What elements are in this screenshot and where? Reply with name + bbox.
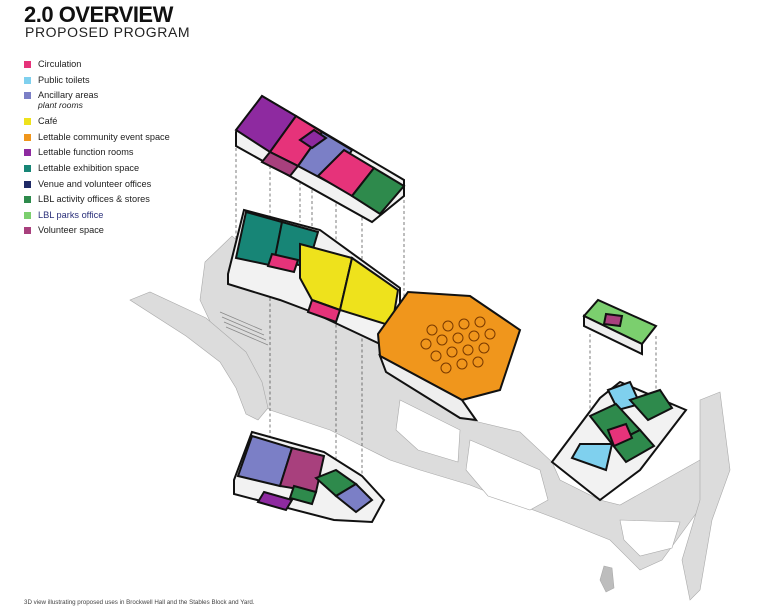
- legend-label: LBL activity offices & stores: [38, 194, 150, 205]
- legend-label: Venue and volunteer offices: [38, 178, 152, 189]
- legend-item-venue-volunteer-offices: Venue and volunteer offices: [24, 179, 170, 195]
- stables-plan: [550, 380, 688, 502]
- legend-label: Lettable community event space: [38, 131, 170, 142]
- legend-swatch: [24, 227, 31, 235]
- legend-item-exhibition-space: Lettable exhibition space: [24, 163, 170, 179]
- legend-label: Lettable exhibition space: [38, 162, 140, 173]
- legend-label: Café: [38, 116, 58, 127]
- legend-item-public-toilets: Public toilets: [24, 75, 170, 91]
- legend-item-circulation: Circulation: [24, 59, 170, 75]
- page-title: 2.0 OVERVIEW: [24, 2, 173, 27]
- legend-label: LBL parks office: [38, 209, 104, 220]
- legend-item-activity-offices-stores: LBL activity offices & stores: [24, 194, 170, 210]
- basement-plan: [233, 430, 386, 524]
- legend-swatch: [24, 196, 31, 204]
- entrance-steps: [219, 311, 269, 346]
- legend-swatch: [24, 118, 31, 126]
- ground-floor-plan: [227, 208, 401, 346]
- legend-swatch: [24, 133, 31, 141]
- figure-caption: 3D view illustrating proposed uses in Br…: [24, 599, 255, 606]
- legend-swatch: [24, 149, 31, 157]
- legend-item-volunteer-space: Volunteer space: [24, 225, 170, 241]
- legend-swatch: [24, 211, 31, 219]
- legend-swatch: [24, 61, 31, 68]
- page-subtitle: PROPOSED PROGRAM: [25, 24, 191, 40]
- legend-item-parks-office: LBL parks office: [24, 210, 170, 226]
- parks-office-plan: [582, 298, 658, 356]
- legend-swatch: [24, 76, 31, 84]
- legend-item-community-event-space: Lettable community event space: [24, 132, 170, 148]
- legend-swatch: [24, 180, 31, 188]
- legend-item-cafe: Café: [24, 116, 170, 132]
- event-hall-tables: [420, 316, 496, 374]
- legend-swatch: [24, 92, 31, 100]
- legend-label: Public toilets: [38, 74, 90, 85]
- legend-sublabel: plant rooms: [38, 100, 83, 111]
- top-floor-plan: [234, 94, 406, 224]
- legend-label: Circulation: [38, 59, 82, 69]
- legend-label: Ancillary areas: [38, 90, 99, 101]
- legend-swatch: [24, 164, 31, 172]
- legend-label: Lettable function rooms: [38, 147, 134, 158]
- legend: Circulation Public toilets Ancillary are…: [24, 59, 170, 241]
- legend-label: Volunteer space: [38, 225, 104, 236]
- legend-item-function-rooms: Lettable function rooms: [24, 147, 170, 163]
